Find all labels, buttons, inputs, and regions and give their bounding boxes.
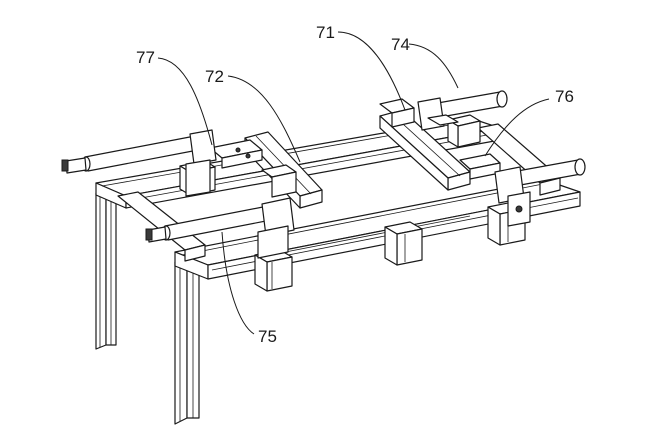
label-76: 76: [555, 87, 574, 106]
front-support-block-right: [487, 201, 526, 246]
cylinder-75: [145, 197, 295, 259]
gantry-71: [379, 98, 471, 191]
label-71: 71: [316, 23, 335, 42]
leader-lines: [157, 31, 550, 335]
cylinder-77: [61, 129, 217, 197]
cylinder-74: [417, 90, 508, 131]
label-72: 72: [205, 67, 224, 86]
front-left-leg: [174, 255, 200, 425]
cylinder-76: [494, 158, 586, 227]
label-74: 74: [391, 35, 410, 54]
carriage-plate-left: [209, 139, 263, 169]
front-support-block-middle: [384, 221, 423, 266]
label-77: 77: [136, 48, 155, 67]
back-left-leg: [95, 188, 117, 350]
label-75: 75: [258, 327, 277, 346]
back-support-block-right: [447, 114, 481, 148]
